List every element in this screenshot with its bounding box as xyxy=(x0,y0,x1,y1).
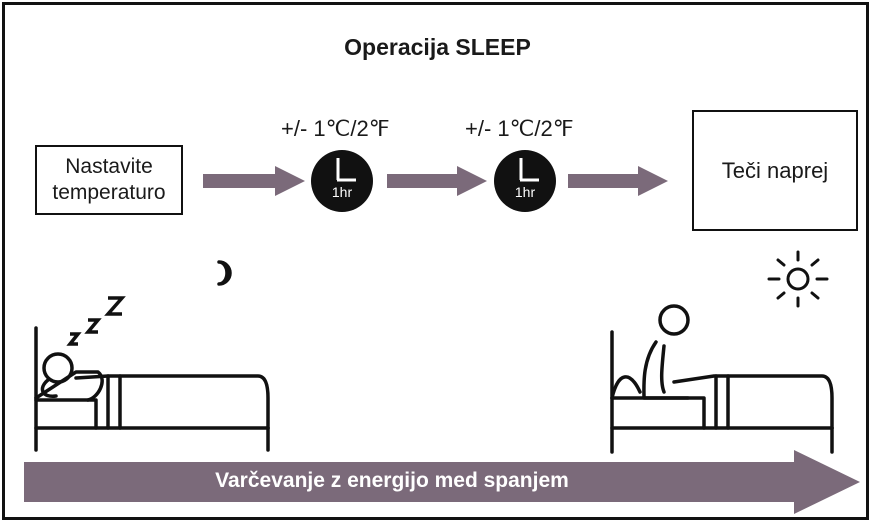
step-2-label: +/- 1℃/2℉ xyxy=(465,116,574,141)
zzz-icon xyxy=(66,296,126,346)
end-box: Teči naprej xyxy=(692,110,858,231)
moon-icon xyxy=(217,260,232,286)
clock-2-text: 1hr xyxy=(514,184,536,200)
start-box-line1: Nastavite xyxy=(65,155,153,178)
waking-person-icon xyxy=(610,304,834,454)
flow-arrow-2 xyxy=(387,166,487,196)
flow-arrow-3 xyxy=(568,166,668,196)
sleeping-person-icon xyxy=(34,326,270,452)
clock-icon: 1hr xyxy=(311,150,373,212)
diagram-title: Operacija SLEEP xyxy=(344,34,531,60)
energy-saving-arrow xyxy=(24,450,860,514)
energy-saving-label: Varčevanje z energijo med spanjem xyxy=(215,469,569,492)
start-box-line2: temperaturo xyxy=(52,181,166,204)
end-box-label: Teči naprej xyxy=(721,157,829,183)
clock-icon: 1hr xyxy=(494,150,556,212)
diagram-frame xyxy=(2,2,869,520)
step-1-label: +/- 1℃/2℉ xyxy=(281,116,390,141)
sun-icon xyxy=(767,250,829,308)
flow-arrow-1 xyxy=(203,166,305,196)
clock-1-text: 1hr xyxy=(331,184,353,200)
start-box: Nastavite temperaturo xyxy=(35,145,183,215)
